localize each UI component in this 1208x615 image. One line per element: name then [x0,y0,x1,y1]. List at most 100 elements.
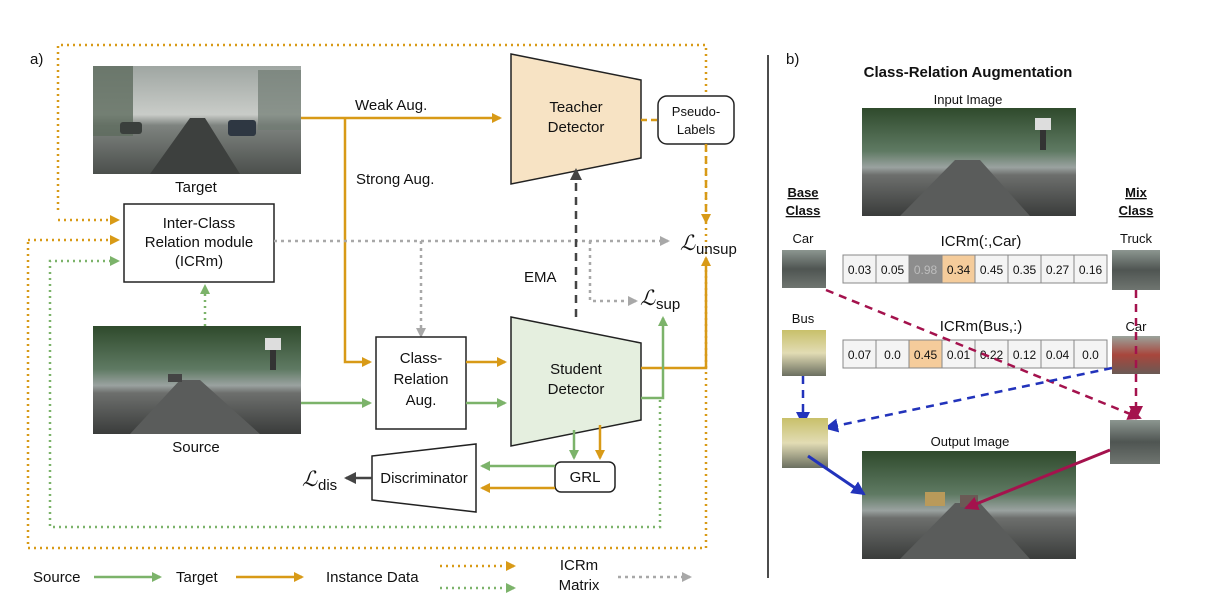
panel-b-title: Class-Relation Augmentation [864,64,1073,81]
truck-thumbnail [1112,250,1160,290]
loss-dis-symbol: ℒ [302,468,318,491]
discriminator [371,443,477,513]
loss-sup-symbol: ℒ [640,287,656,310]
pseudo-labels-box [657,95,735,145]
car2-to-patch-arrow [824,366,1113,433]
matrix-cell-value: 0.22 [980,348,1004,362]
matrix-cell-value: 0.0 [884,348,901,362]
patch-to-output-crimson [964,448,1111,511]
icrm-row1-label: ICRm(:,Car) [941,233,1022,250]
matrix-cell [842,254,877,284]
student-to-sup-arrow [641,316,668,400]
target-image [93,66,301,174]
student-label-1: Student [550,361,603,378]
matrix-cell-value: 0.34 [947,263,971,277]
cra-label-2: Relation [393,371,448,388]
source-caption: Source [172,439,220,456]
car2-thumbnail [1112,336,1160,374]
icrm-label-3: (ICRm) [175,253,223,270]
grl-label: GRL [570,469,601,486]
output-image [862,451,1076,559]
base-class-label-1: Base [787,185,818,200]
matrix-cell-value: 0.16 [1079,263,1103,277]
loss-unsup-sub: unsup [696,241,737,258]
matrix-cell-value: 0.05 [881,263,905,277]
matrix-cell-value: 0.03 [848,263,872,277]
matrix-cell-value: 0.0 [1082,348,1099,362]
matrix-cell-value: 0.27 [1046,263,1070,277]
icrm-row-bus: 0.07 0.0 0.45 0.01 0.22 0.12 0.04 0.0 [842,339,1108,369]
car-thumbnail [782,250,826,288]
icrm-row2-label: ICRm(Bus,:) [940,318,1023,335]
panel-a-label: a) [30,51,43,68]
source-image [93,326,301,434]
legend-source: Source [33,569,81,586]
loss-dis-sub: dis [318,477,337,494]
teacher-label-2: Detector [548,119,605,136]
cra-label-3: Aug. [406,392,437,409]
loss-unsup-symbol: ℒ [680,232,696,255]
legend-icrm-1: ICRm [560,557,598,574]
matrix-cell-value: 0.35 [1013,263,1037,277]
panel-b-label: b) [786,51,799,68]
student-to-unsup-arrow [641,256,711,370]
icrm-label-1: Inter-Class [163,215,236,232]
output-image-caption: Output Image [931,434,1010,449]
matrix-cell-value: 0.01 [947,348,971,362]
matrix-cell [1007,339,1042,369]
patch-to-output-blue [807,454,866,496]
base-item-car: Car [793,231,815,246]
strong-aug-label: Strong Aug. [356,171,434,188]
base-class-label-2: Class [786,203,821,218]
matrix-cell-value: 0.45 [980,263,1004,277]
matrix-cell-value: 0.12 [1013,348,1037,362]
mix-class-label-1: Mix [1125,185,1147,200]
strong-aug-arrow [343,118,372,367]
teacher-detector [510,53,642,185]
matrix-cell-value: 0.04 [1046,348,1070,362]
input-image [862,108,1076,216]
target-caption: Target [175,179,218,196]
mix-item-car: Car [1126,319,1148,334]
grl-box [554,461,616,493]
legend-instance-data: Instance Data [326,569,419,586]
matrix-cell [908,339,943,369]
student-detector [510,316,642,447]
matrix-cell-value: 0.98 [914,263,938,277]
mixed-bus-patch [782,418,828,468]
cra-label-1: Class- [400,350,443,367]
icrm-box [123,203,275,283]
matrix-cell [1007,254,1042,284]
icrm-to-sup-arrow [588,241,638,306]
icrm-row-car: 0.03 0.05 0.98 0.34 0.45 0.35 0.27 0.16 [842,254,1108,284]
mix-class-label-2: Class [1119,203,1154,218]
matrix-cell [974,254,1009,284]
loss-sup-sub: sup [656,296,680,313]
teacher-label-1: Teacher [549,99,602,116]
class-relation-aug-box [375,336,467,430]
discriminator-label: Discriminator [380,470,468,487]
pseudo-label-1: Pseudo- [672,104,720,119]
mixed-car-patch [1110,420,1160,464]
legend-target: Target [176,569,219,586]
bus-thumbnail [782,330,826,376]
legend-icrm-2: Matrix [559,577,600,594]
pseudo-label-2: Labels [677,122,716,137]
base-item-bus: Bus [792,311,815,326]
matrix-cell-value: 0.45 [914,348,938,362]
icrm-label-2: Relation module [145,234,253,251]
matrix-cell-value: 0.07 [848,348,872,362]
weak-aug-label: Weak Aug. [355,97,427,114]
input-image-caption: Input Image [934,92,1003,107]
matrix-cell [1073,339,1108,369]
matrix-cell [1073,254,1108,284]
instance-loop-green [48,256,662,529]
ema-label: EMA [524,269,557,286]
matrix-cell [1040,339,1075,369]
matrix-cell [842,339,877,369]
mix-item-truck: Truck [1120,231,1153,246]
car-to-mix-arrow [825,288,1142,420]
student-label-2: Detector [548,381,605,398]
